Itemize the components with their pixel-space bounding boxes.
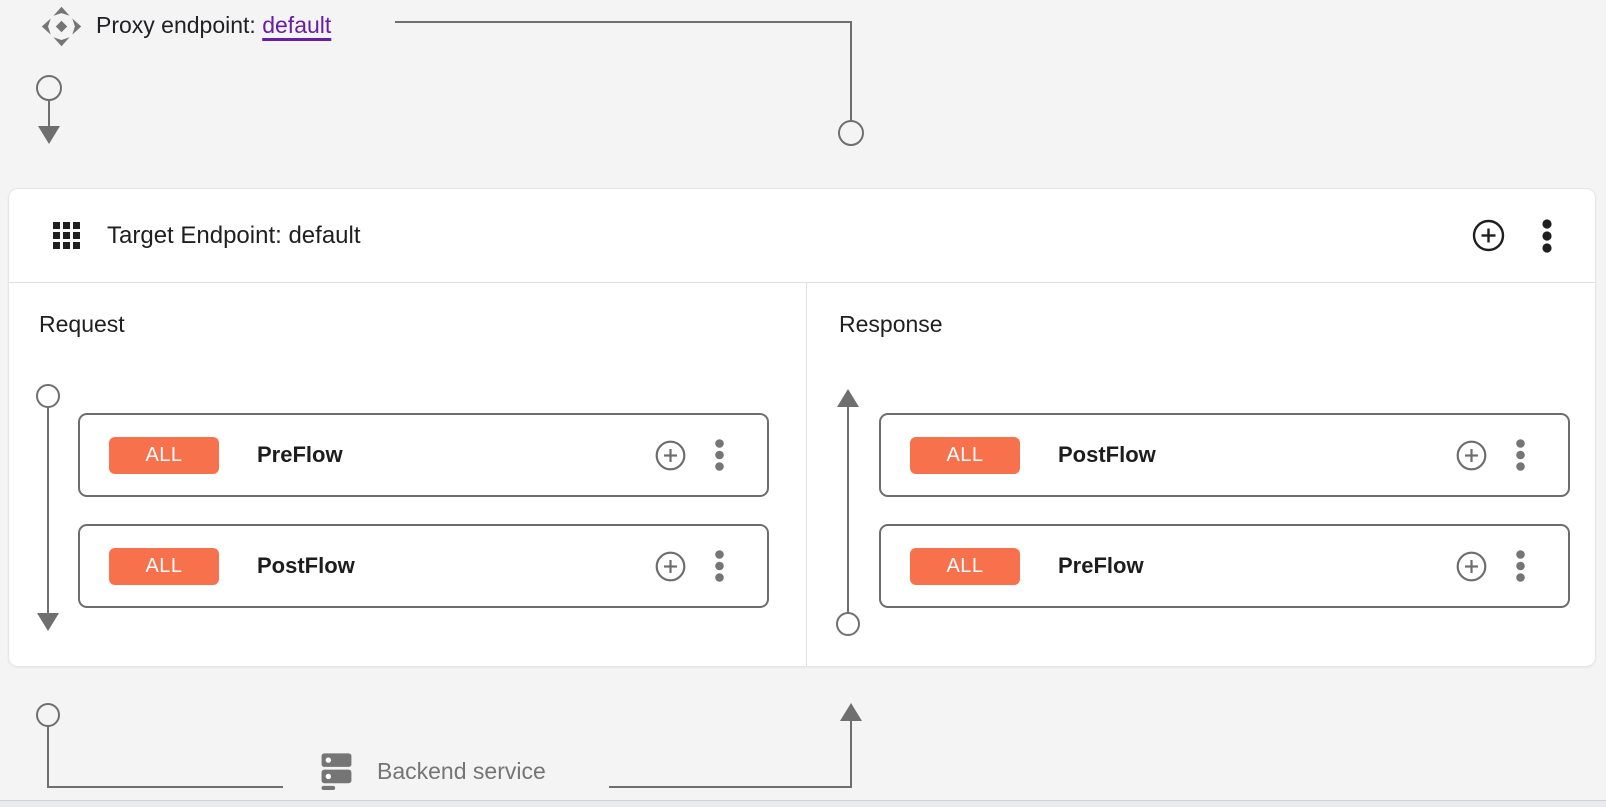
flow-actions	[1454, 547, 1528, 585]
flow-actions	[653, 436, 727, 474]
response-postflow-card[interactable]: ALL PostFlow	[879, 413, 1570, 497]
backend-connector-left-line	[47, 726, 283, 788]
proxy-endpoint-link[interactable]: default	[262, 12, 332, 38]
flow-menu-button[interactable]	[1513, 436, 1528, 474]
backend-service-label: Backend service	[377, 757, 546, 784]
proxy-endpoint-label-text: Proxy endpoint:	[96, 12, 256, 38]
target-endpoint-menu-button[interactable]	[1539, 216, 1555, 256]
plus-circle-icon	[1456, 440, 1487, 470]
panel-divider	[806, 283, 807, 666]
flow-menu-button[interactable]	[712, 436, 727, 474]
target-endpoint-card: Target Endpoint: default	[8, 188, 1596, 667]
grid-icon	[53, 222, 80, 249]
flow-name: PostFlow	[257, 553, 355, 578]
target-endpoint-actions	[1470, 216, 1555, 256]
backend-connector-start-circle	[36, 703, 60, 727]
kebab-menu-icon	[1516, 439, 1525, 471]
request-panel-label: Request	[39, 311, 125, 337]
backend-service-node: Backend service	[320, 752, 546, 790]
target-endpoint-title: Target Endpoint: default	[107, 221, 361, 249]
add-target-flow-button[interactable]	[1470, 217, 1507, 254]
proxy-diamond-icon	[41, 6, 82, 47]
flow-actions	[653, 547, 727, 585]
flow-condition-badge: ALL	[109, 436, 219, 474]
plus-circle-icon	[1456, 551, 1487, 581]
response-preflow-card[interactable]: ALL PreFlow	[879, 524, 1570, 608]
kebab-menu-icon	[1516, 550, 1525, 582]
response-panel-label: Response	[839, 311, 943, 337]
flow-name: PostFlow	[1058, 442, 1156, 467]
add-policy-button[interactable]	[653, 438, 688, 473]
request-entry-start-circle	[36, 75, 62, 101]
plus-circle-icon	[1472, 219, 1505, 252]
backend-connector-right-line	[609, 721, 852, 788]
canvas-bottom-edge	[0, 800, 1606, 807]
proxy-to-target-connector-line	[395, 21, 852, 121]
kebab-menu-icon	[715, 439, 724, 471]
flow-actions	[1454, 436, 1528, 474]
plus-circle-icon	[655, 440, 686, 470]
flow-condition-badge: ALL	[109, 547, 219, 585]
flow-name: PreFlow	[257, 442, 343, 467]
request-preflow-card[interactable]: ALL PreFlow	[78, 413, 769, 497]
plus-circle-icon	[655, 551, 686, 581]
request-entry-arrow-down-icon	[38, 126, 60, 144]
kebab-menu-icon	[715, 550, 724, 582]
add-policy-button[interactable]	[653, 549, 688, 584]
proxy-connector-end-circle	[838, 120, 864, 146]
kebab-menu-icon	[1542, 218, 1552, 253]
flow-condition-badge: ALL	[910, 436, 1020, 474]
backend-connector-arrow-up-icon	[840, 703, 862, 721]
flow-menu-button[interactable]	[712, 547, 727, 585]
add-policy-button[interactable]	[1454, 549, 1489, 584]
add-policy-button[interactable]	[1454, 438, 1489, 473]
flow-menu-button[interactable]	[1513, 547, 1528, 585]
target-endpoint-header: Target Endpoint: default	[9, 189, 1595, 283]
flow-condition-badge: ALL	[910, 547, 1020, 585]
dns-server-icon	[321, 753, 352, 790]
proxy-endpoint-label: Proxy endpoint: default	[96, 11, 331, 39]
request-postflow-card[interactable]: ALL PostFlow	[78, 524, 769, 608]
flow-name: PreFlow	[1058, 553, 1144, 578]
